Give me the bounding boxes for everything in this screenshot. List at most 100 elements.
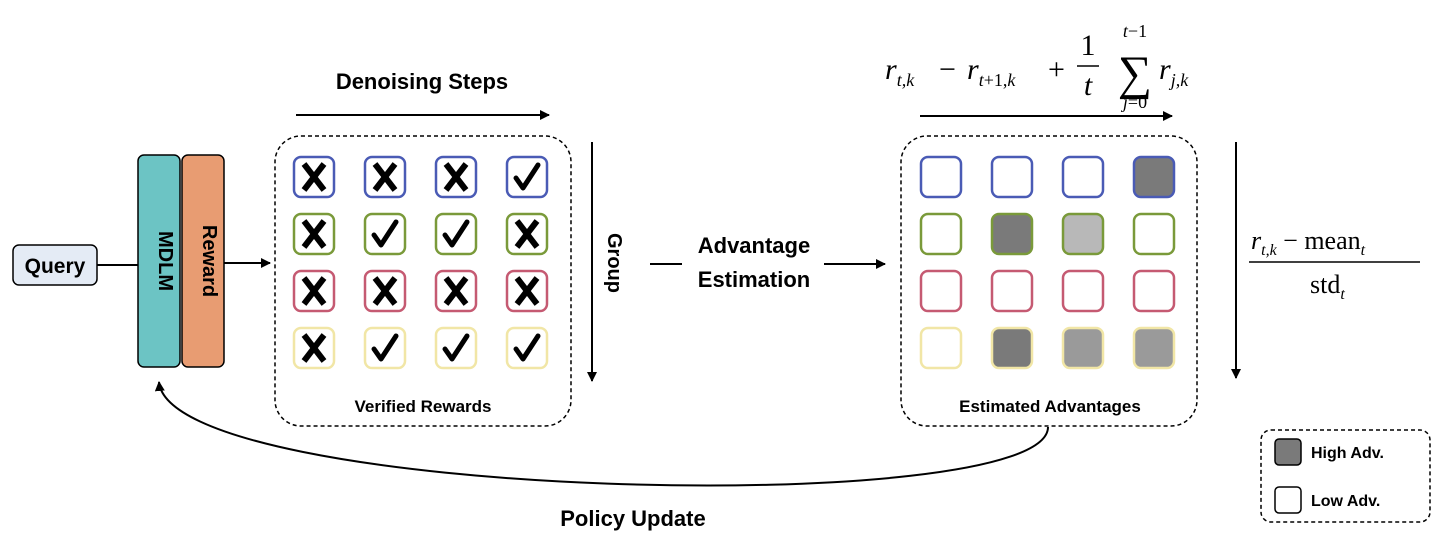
advantage-cell-box [919,326,963,370]
estimated-advantages-title: Estimated Advantages [959,397,1141,416]
advantage-cell [990,212,1034,256]
advantage-cell-box [919,212,963,256]
check-mark-icon [513,162,541,191]
verified-rewards-panel: Verified Rewards [274,135,572,427]
formula-group-denominator: stdt [1310,270,1345,303]
query-node: Query [12,244,98,286]
cross-mark-icon [443,162,469,192]
advantage-cell [919,155,963,199]
advantage-cell [990,155,1034,199]
cross-mark-icon [301,276,327,306]
estimated-advantages-panel: Estimated Advantages [900,135,1198,427]
reward-cell [434,326,478,370]
reward-cell [434,269,478,313]
verified-rewards-title: Verified Rewards [354,397,491,416]
reward-cell [505,155,549,199]
advantage-estimation-label-line2: Estimation [698,267,810,292]
reward-cell [292,212,336,256]
reward-cell [363,269,407,313]
advantage-cell-box [1061,212,1105,256]
policy-update-label: Policy Update [560,506,705,531]
advantage-cell [1132,326,1176,370]
reward-cell [505,326,549,370]
reward-cell [363,155,407,199]
advantage-cell-box [1061,155,1105,199]
advantage-cell [919,326,963,370]
reward-cell [363,212,407,256]
advantage-cell-box [1132,155,1176,199]
formula-step-plus: + [1048,53,1065,86]
advantage-cell-box [1061,326,1105,370]
advantage-cell [990,326,1034,370]
reward-cell-box [363,212,407,256]
reward-cell-box [434,326,478,370]
formula-step-minus: − [939,53,956,86]
reward-box [181,154,225,368]
advantage-cell-box [990,212,1034,256]
advantage-cell-box [990,269,1034,313]
reward-cell [292,269,336,313]
advantage-cell-box [919,269,963,313]
legend-high-swatch [1274,438,1302,466]
cross-mark-icon [301,219,327,249]
verified-rewards-grid [292,155,549,370]
formula-step-term3: rj,k [1159,53,1189,90]
reward-cell-box [434,212,478,256]
check-mark-icon [513,333,541,362]
estimated-advantages-border [900,135,1198,427]
verified-rewards-border [274,135,572,427]
advantage-cell-box [919,155,963,199]
advantage-cell [919,269,963,313]
formula-step-frac-den: t [1084,69,1093,102]
advantage-cell-box [1132,269,1176,313]
legend-low-swatch [1274,486,1302,514]
estimated-advantages-grid [919,155,1176,370]
advantage-cell-box [1132,326,1176,370]
advantage-cell [1061,212,1105,256]
check-mark-icon [371,219,399,248]
legend: High Adv. Low Adv. [1260,429,1431,523]
advantage-cell [919,212,963,256]
legend-high-label: High Adv. [1311,445,1384,462]
model-block: MDLM Reward [137,154,225,368]
advantage-cell-box [1132,212,1176,256]
cross-mark-icon [301,162,327,192]
advantage-cell [1132,155,1176,199]
denoising-steps-label: Denoising Steps [336,69,508,94]
reward-cell-box [505,326,549,370]
advantage-cell [1132,212,1176,256]
reward-cell-box [363,326,407,370]
formula-step-term2: rt+1,k [967,53,1016,90]
check-mark-icon [371,333,399,362]
reward-cell [363,326,407,370]
reward-cell-box [505,155,549,199]
reward-cell [292,155,336,199]
advantage-cell [1132,269,1176,313]
advantage-cell [990,269,1034,313]
advantage-cell-box [1061,269,1105,313]
reward-cell [292,326,336,370]
cross-mark-icon [514,276,540,306]
advantage-estimation-label-line1: Advantage [698,233,810,258]
advantage-cell-box [990,155,1034,199]
advantage-cell-box [990,326,1034,370]
cross-mark-icon [443,276,469,306]
check-mark-icon [442,219,470,248]
advantage-cell [1061,269,1105,313]
reward-cell [505,212,549,256]
mdlm-label: MDLM [154,231,176,291]
group-label: Group [603,233,625,293]
check-mark-icon [442,333,470,362]
formula-step-sum-upper: t−1 [1123,21,1147,41]
query-label: Query [25,255,86,278]
formula-group-numerator: rt,k − meant [1251,226,1366,259]
group-advantage-formula: rt,k − meant stdt [1249,226,1420,303]
cross-mark-icon [301,333,327,363]
cross-mark-icon [514,219,540,249]
reward-cell [505,269,549,313]
mdlm-box [137,154,181,368]
cross-mark-icon [372,276,398,306]
reward-cell [434,155,478,199]
cross-mark-icon [372,162,398,192]
